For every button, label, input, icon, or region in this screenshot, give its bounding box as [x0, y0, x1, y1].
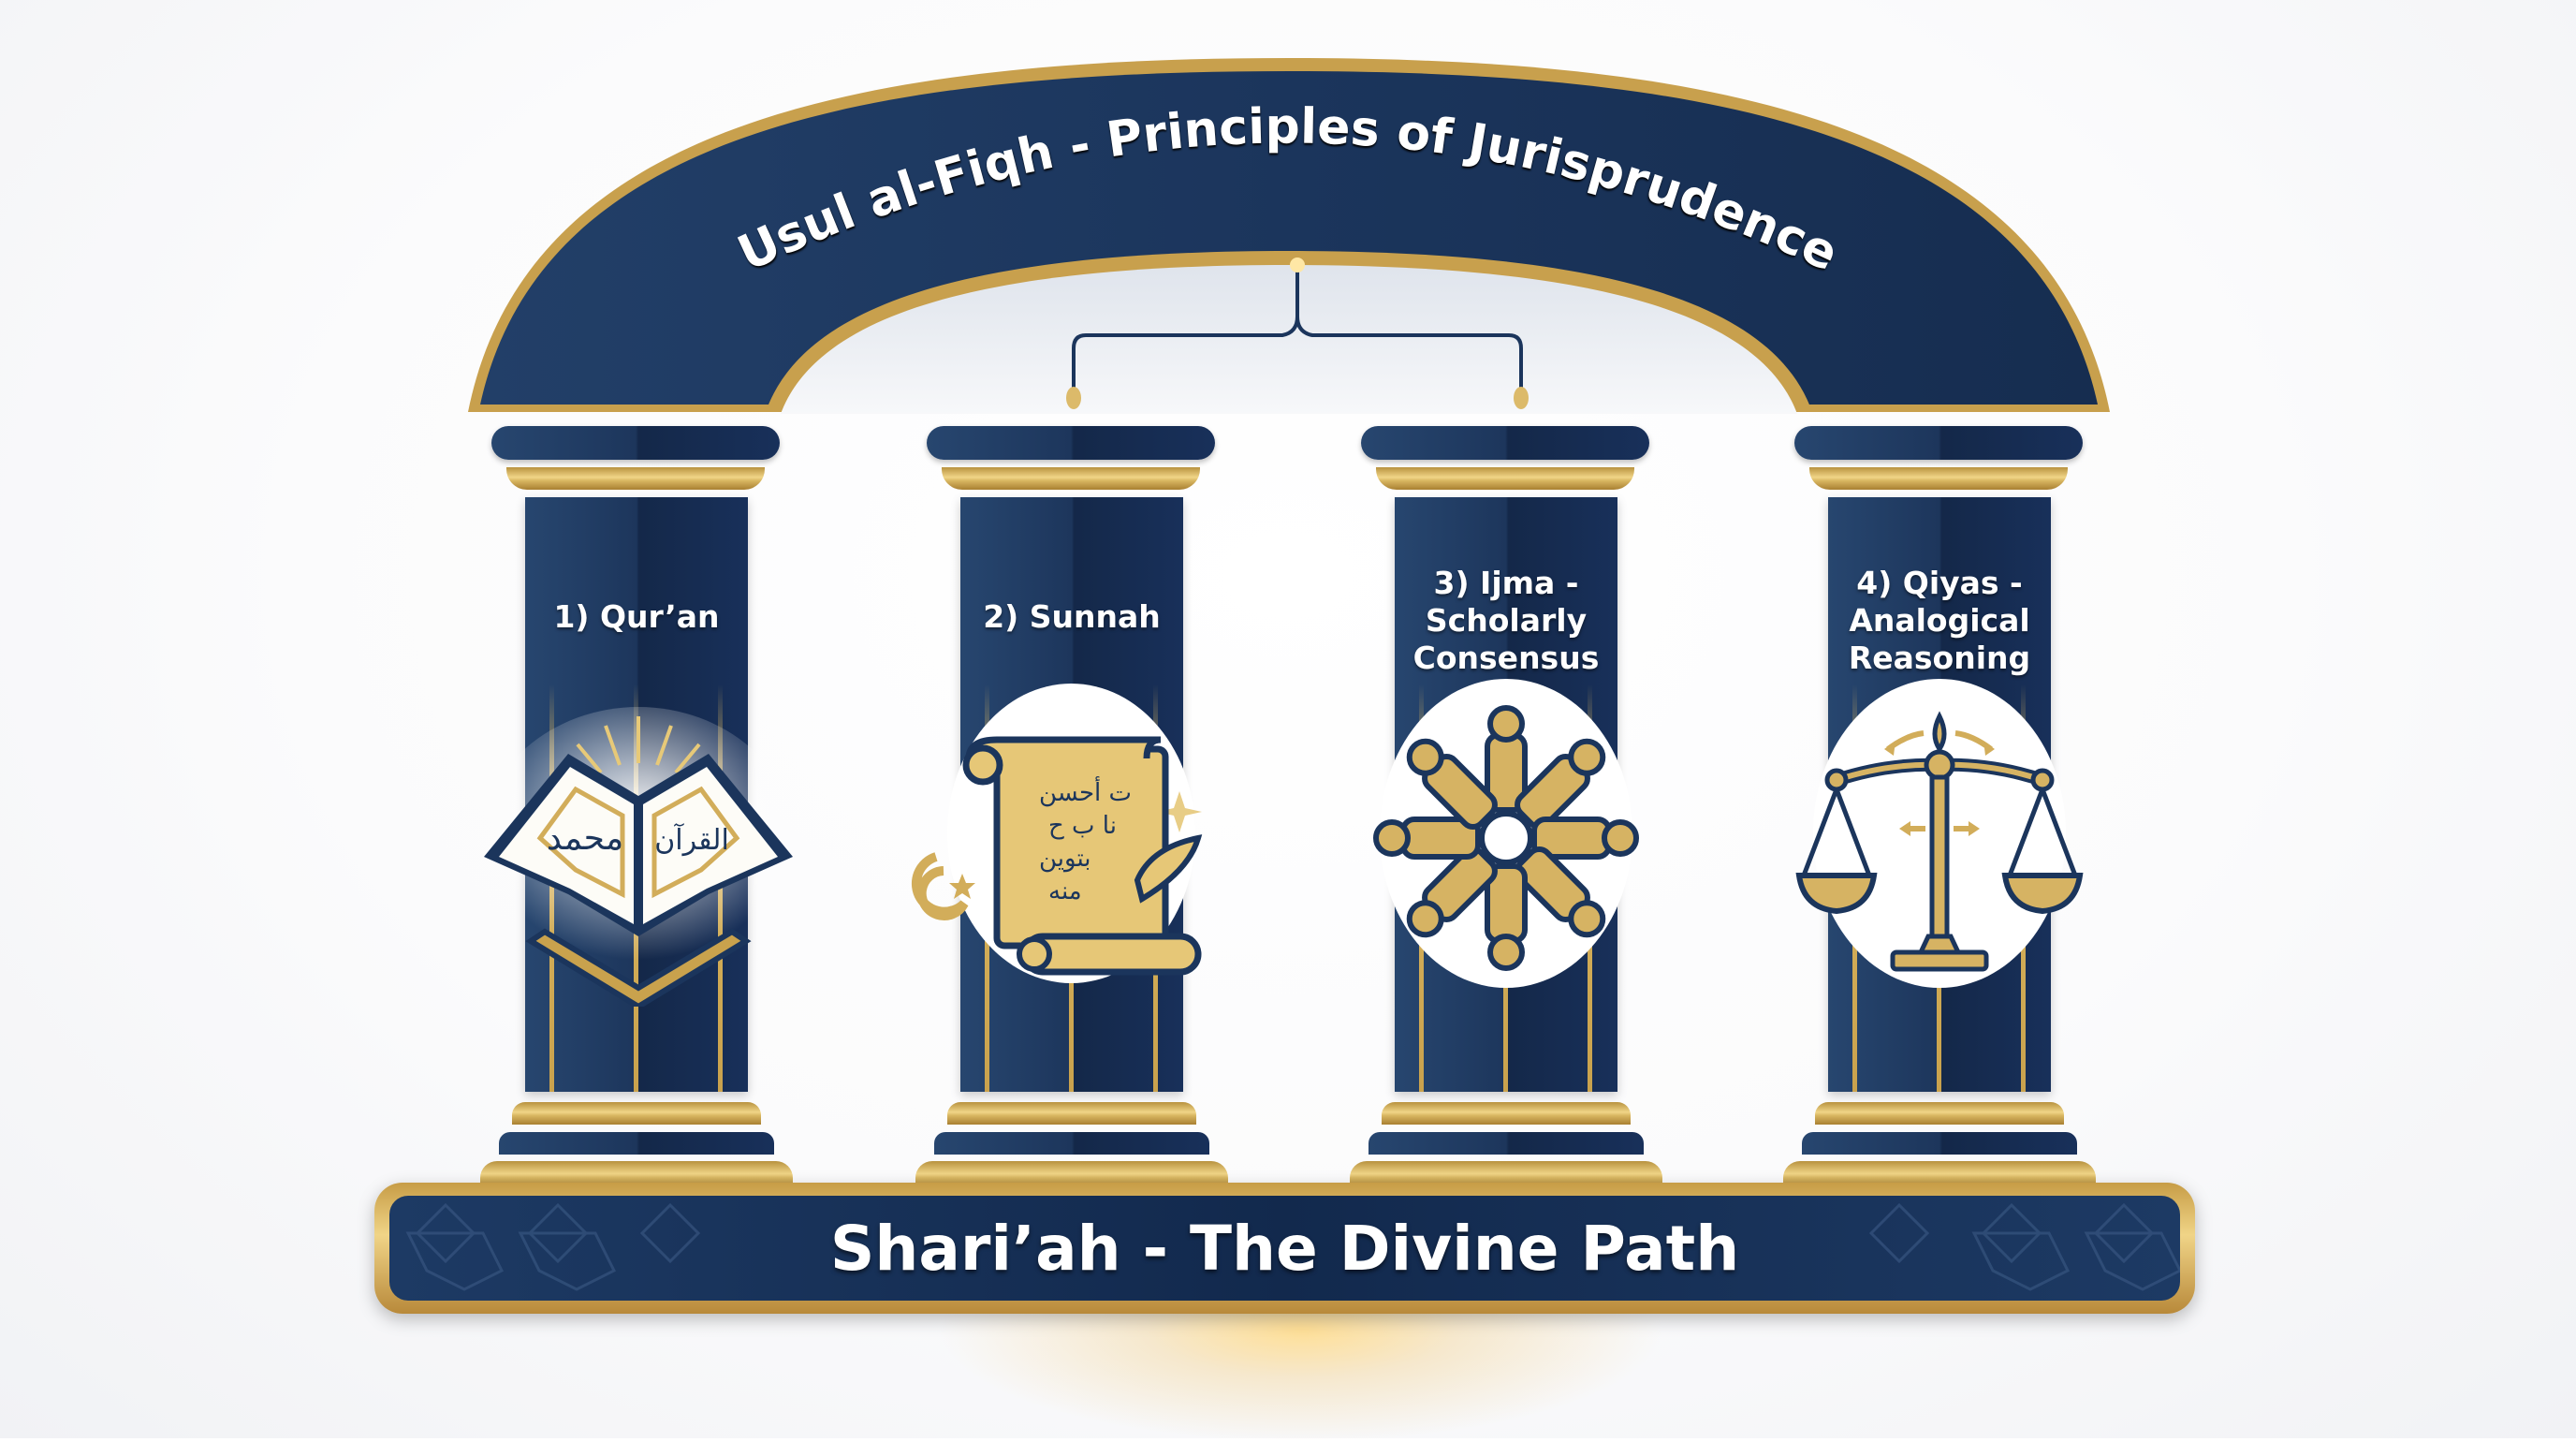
pillar-sunnah[interactable]: 2) Sunnah ت أحسن نا ب ح بتوين منه [911, 426, 1228, 1189]
arch: Usul al-Fiqh - Principles of Jurispruden… [468, 58, 2110, 414]
pillar-base-navy [934, 1132, 1209, 1155]
open-quran-book-icon: محمد القرآن [479, 707, 798, 1007]
balance-scale-icon [1795, 711, 2084, 972]
geometric-pattern-left [405, 1202, 701, 1291]
svg-text:نا ب ح: نا ب ح [1048, 812, 1117, 840]
scroll-icon: ت أحسن نا ب ح بتوين منه [911, 736, 1203, 976]
pillar-label: 1) Qur’an [553, 598, 720, 635]
pillar-base-gold [947, 1102, 1196, 1125]
pillar-capital [1361, 426, 1649, 460]
svg-text:القرآن: القرآن [654, 823, 729, 857]
pillar-gold-band [1376, 467, 1634, 490]
pillar-capital [491, 426, 780, 460]
pillar-gold-band [942, 467, 1200, 490]
pillar-base-navy [1802, 1132, 2077, 1155]
connector-node-icon [1066, 387, 1081, 409]
light-glow [936, 1292, 1666, 1442]
foundation-banner: Shari’ah - The Divine Path [374, 1183, 2195, 1314]
community-circle-icon [1359, 705, 1653, 978]
pillar-base-navy [1368, 1132, 1644, 1155]
foundation-title: Shari’ah - The Divine Path [829, 1212, 1740, 1285]
geometric-pattern-right [1868, 1202, 2180, 1291]
svg-text:منه: منه [1048, 877, 1082, 905]
svg-text:بتوين: بتوين [1039, 845, 1091, 873]
pillar-base-gold [1815, 1102, 2064, 1125]
connector-lines [1072, 267, 1523, 393]
pillar-base-gold [512, 1102, 761, 1125]
glow-node-icon [1290, 258, 1305, 272]
pillar-capital [927, 426, 1215, 460]
pillar-base-gold [1382, 1102, 1631, 1125]
pillar-label: 2) Sunnah [983, 598, 1161, 635]
pillar-gold-band [506, 467, 765, 490]
pillar-gold-band [1809, 467, 2068, 490]
svg-text:ت أحسن: ت أحسن [1039, 775, 1132, 807]
pillar-capital [1794, 426, 2083, 460]
svg-text:محمد: محمد [547, 819, 623, 858]
pillar-base-navy [499, 1132, 774, 1155]
pillar-quran[interactable]: 1) Qur’an محمد القرآن [479, 426, 798, 1189]
connector-node-icon [1514, 387, 1529, 409]
